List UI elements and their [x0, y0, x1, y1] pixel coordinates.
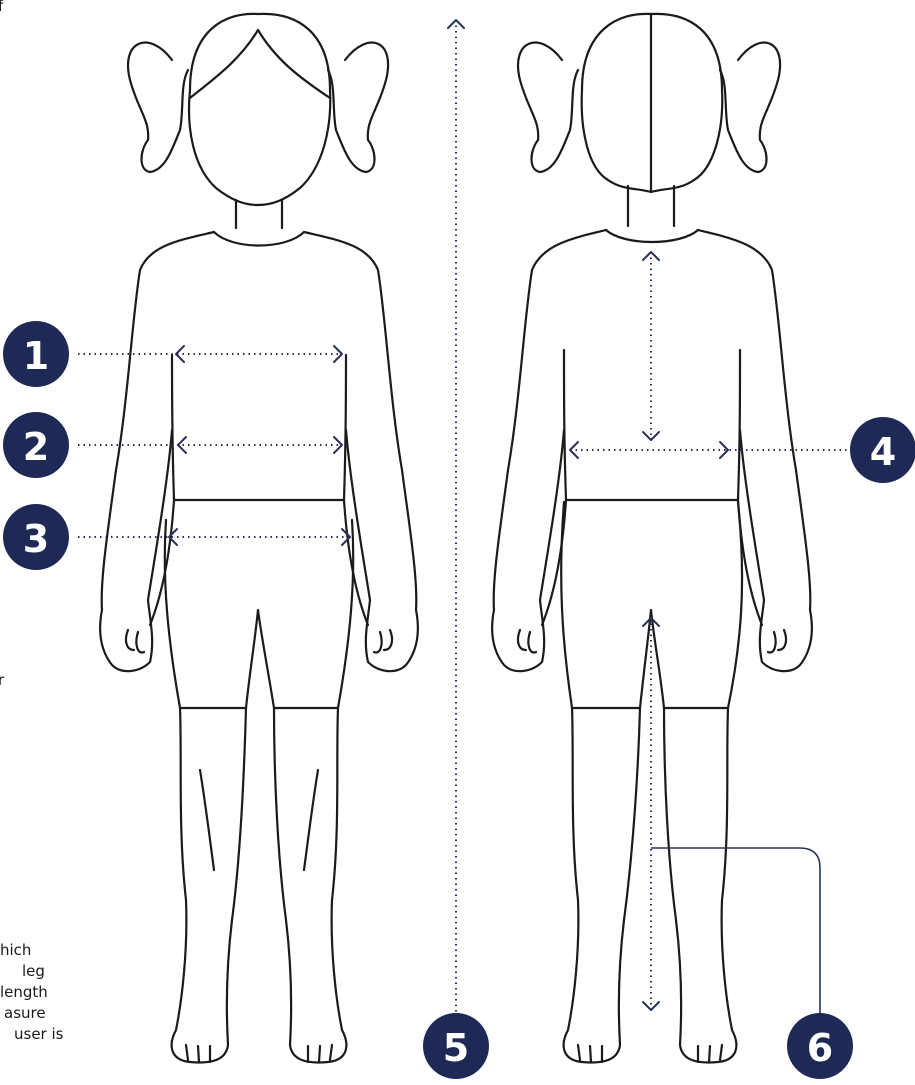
- front-left-knee: [200, 770, 214, 870]
- callout-label-2: 2: [23, 425, 49, 469]
- back-right-pigtail: [720, 43, 780, 172]
- back-left-inner-arm: [542, 350, 566, 625]
- cropped-line-4: asure: [0, 1003, 110, 1024]
- callout-6-leader: [651, 848, 820, 1040]
- back-collar: [606, 230, 698, 242]
- cropped-text-top-left: f: [0, 0, 3, 17]
- cropped-line-1: hich: [0, 940, 110, 961]
- cropped-line-3: length: [0, 982, 110, 1003]
- front-figure: [100, 14, 418, 1063]
- cropped-text-middle-left: r: [0, 670, 4, 691]
- measurement-lines: [78, 20, 855, 1034]
- front-left-leg: [172, 708, 246, 1062]
- callout-badge-5: 5: [423, 1013, 489, 1079]
- callout-badge-2: 2: [3, 412, 69, 478]
- front-right-leg: [274, 708, 346, 1062]
- front-right-inner-arm: [344, 355, 368, 625]
- back-left-leg: [564, 708, 640, 1062]
- measure-arrow-4-down: [643, 432, 659, 440]
- back-shorts: [561, 502, 742, 708]
- callout-badge-6: 6: [787, 1013, 853, 1079]
- callout-label-1: 1: [23, 334, 49, 378]
- front-collar: [214, 232, 304, 246]
- callout-label-3: 3: [23, 517, 49, 561]
- cropped-line-2: leg: [0, 961, 110, 982]
- front-right-pigtail: [328, 43, 388, 172]
- cropped-text-bottom-left: hich leg length asure user is: [0, 940, 110, 1045]
- callout-label-4: 4: [870, 430, 896, 474]
- callout-label-6: 6: [807, 1026, 833, 1070]
- callout-badge-4: 4: [850, 417, 915, 483]
- back-left-hand: [518, 630, 536, 653]
- callout-badge-1: 1: [3, 321, 69, 387]
- front-right-knee: [304, 770, 318, 870]
- callout-label-5: 5: [443, 1026, 469, 1070]
- callout-badge-3: 3: [3, 504, 69, 570]
- back-right-toes: [698, 1045, 722, 1062]
- front-right-hand: [374, 630, 392, 653]
- front-left-pigtail: [128, 43, 188, 172]
- back-left-pigtail: [518, 43, 578, 172]
- cropped-line-5: user is: [0, 1024, 110, 1045]
- front-shorts: [165, 520, 353, 708]
- front-left-toes: [186, 1045, 210, 1062]
- back-right-leg: [664, 708, 736, 1062]
- front-right-toes: [308, 1045, 332, 1062]
- front-left-inner-arm: [150, 355, 174, 625]
- front-head: [189, 14, 330, 205]
- front-hairline: [190, 30, 330, 98]
- measure-arrow-2-left: [178, 437, 186, 453]
- front-left-hand: [126, 630, 144, 653]
- back-right-hand: [768, 630, 786, 653]
- back-left-toes: [578, 1045, 602, 1062]
